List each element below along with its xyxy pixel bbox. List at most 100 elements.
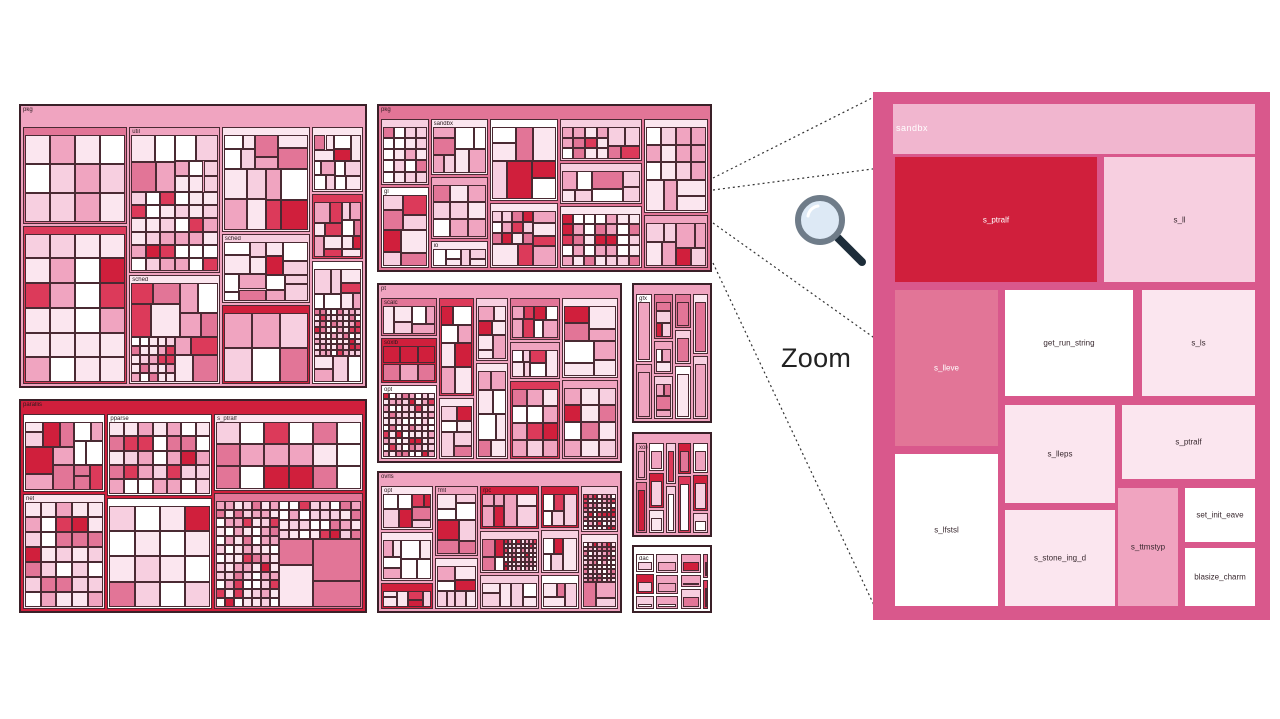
treemap-leaf	[330, 520, 341, 530]
treemap-leaf	[289, 500, 300, 511]
treemap-leaf	[343, 315, 350, 321]
treemap-leaf	[251, 313, 280, 348]
treemap-leaf	[638, 582, 653, 593]
treemap-leaf	[265, 200, 281, 231]
treemap-leaf	[656, 310, 671, 324]
treemap-leaf	[152, 422, 167, 437]
treemap-leaf	[543, 511, 552, 527]
treemap-leaf	[585, 137, 597, 149]
treemap-leaf	[404, 127, 416, 139]
treemap-leaf	[694, 483, 706, 509]
treemap-leaf	[264, 422, 289, 445]
treemap-leaf	[100, 192, 126, 222]
zoom-cell-s-lleps	[1005, 405, 1115, 503]
treemap-leaf	[145, 205, 161, 219]
treemap-leaf	[601, 569, 607, 574]
treemap-leaf	[395, 437, 403, 445]
treemap-leaf	[583, 546, 588, 552]
treemap-leaf	[572, 213, 585, 225]
treemap-leaf	[343, 344, 350, 351]
treemap-leaf	[131, 363, 141, 373]
treemap-leaf	[278, 565, 313, 607]
treemap-leaf	[148, 345, 158, 355]
treemap-leaf	[598, 405, 616, 423]
treemap-leaf	[383, 418, 390, 425]
treemap-leaf	[313, 326, 320, 333]
treemap-leaf	[421, 418, 429, 425]
treemap-leaf	[157, 345, 167, 355]
treemap-leaf	[556, 582, 565, 597]
treemap-leaf	[592, 170, 623, 189]
treemap-leaf	[491, 127, 517, 143]
treemap-leaf	[533, 235, 556, 247]
treemap-leaf	[415, 431, 422, 438]
treemap-leaf	[503, 494, 517, 528]
treemap-leaf	[100, 332, 126, 358]
treemap-leaf	[134, 531, 160, 557]
treemap-leaf	[100, 283, 126, 308]
treemap-leaf	[516, 548, 521, 553]
treemap-leaf	[157, 372, 167, 382]
treemap-leaf	[349, 321, 356, 327]
treemap-leaf	[313, 223, 325, 236]
treemap-leaf	[313, 315, 320, 321]
treemap-leaf	[601, 560, 607, 565]
treemap-leaf	[503, 543, 508, 549]
treemap-leaf	[592, 542, 598, 547]
treemap-leaf	[597, 494, 602, 499]
treemap-leaf	[288, 466, 313, 489]
treemap-leaf	[402, 424, 409, 432]
treemap-leaf	[606, 512, 612, 517]
treemap-leaf	[395, 411, 403, 419]
treemap-leaf	[587, 512, 593, 517]
treemap-leaf	[383, 540, 394, 557]
treemap-leaf	[123, 422, 139, 437]
treemap-leaf	[421, 405, 429, 412]
treemap-leaf	[563, 405, 582, 423]
treemap-leaf	[225, 598, 235, 607]
treemap-leaf	[529, 552, 534, 558]
treemap-leaf	[203, 205, 218, 219]
treemap-leaf	[240, 444, 265, 467]
treemap-leaf	[421, 411, 429, 419]
treemap-leaf	[468, 219, 486, 237]
treemap-leaf	[533, 552, 538, 558]
treemap-leaf	[543, 553, 552, 571]
treemap-leaf	[261, 553, 270, 563]
treemap-leaf	[25, 591, 41, 607]
treemap-leaf	[216, 536, 226, 545]
treemap-leaf	[440, 421, 458, 433]
treemap-leaf	[353, 220, 361, 236]
treemap-label: dac	[639, 556, 649, 562]
treemap-leaf	[336, 422, 361, 445]
treemap-leaf	[527, 423, 543, 441]
treemap-leaf	[563, 363, 594, 376]
treemap-leaf	[512, 566, 517, 571]
treemap-leaf	[355, 344, 361, 351]
treemap-leaf	[404, 171, 416, 183]
treemap-leaf	[592, 578, 598, 583]
treemap-leaf	[261, 545, 270, 554]
treemap-leaf	[383, 556, 401, 568]
treemap-leaf	[269, 536, 279, 545]
treemap-leaf	[597, 578, 602, 583]
treemap-leaf	[507, 543, 513, 549]
treemap-leaf	[522, 232, 534, 244]
treemap-leaf	[583, 542, 588, 547]
treemap-leaf	[597, 498, 602, 504]
treemap-leaf	[401, 252, 427, 266]
treemap-leaf	[355, 321, 361, 327]
treemap-leaf	[428, 405, 435, 412]
treemap-label: gl	[384, 188, 389, 195]
treemap-leaf	[478, 439, 491, 457]
treemap-leaf	[355, 315, 361, 321]
treemap-leaf	[611, 569, 616, 574]
treemap-leaf	[174, 258, 189, 272]
treemap-leaf	[499, 582, 512, 607]
treemap-leaf	[491, 371, 507, 390]
treemap-leaf	[512, 543, 517, 549]
treemap-leaf	[269, 598, 279, 607]
magnifier-icon	[790, 190, 870, 270]
treemap-leaf	[494, 506, 504, 528]
treemap-leaf	[592, 560, 598, 565]
